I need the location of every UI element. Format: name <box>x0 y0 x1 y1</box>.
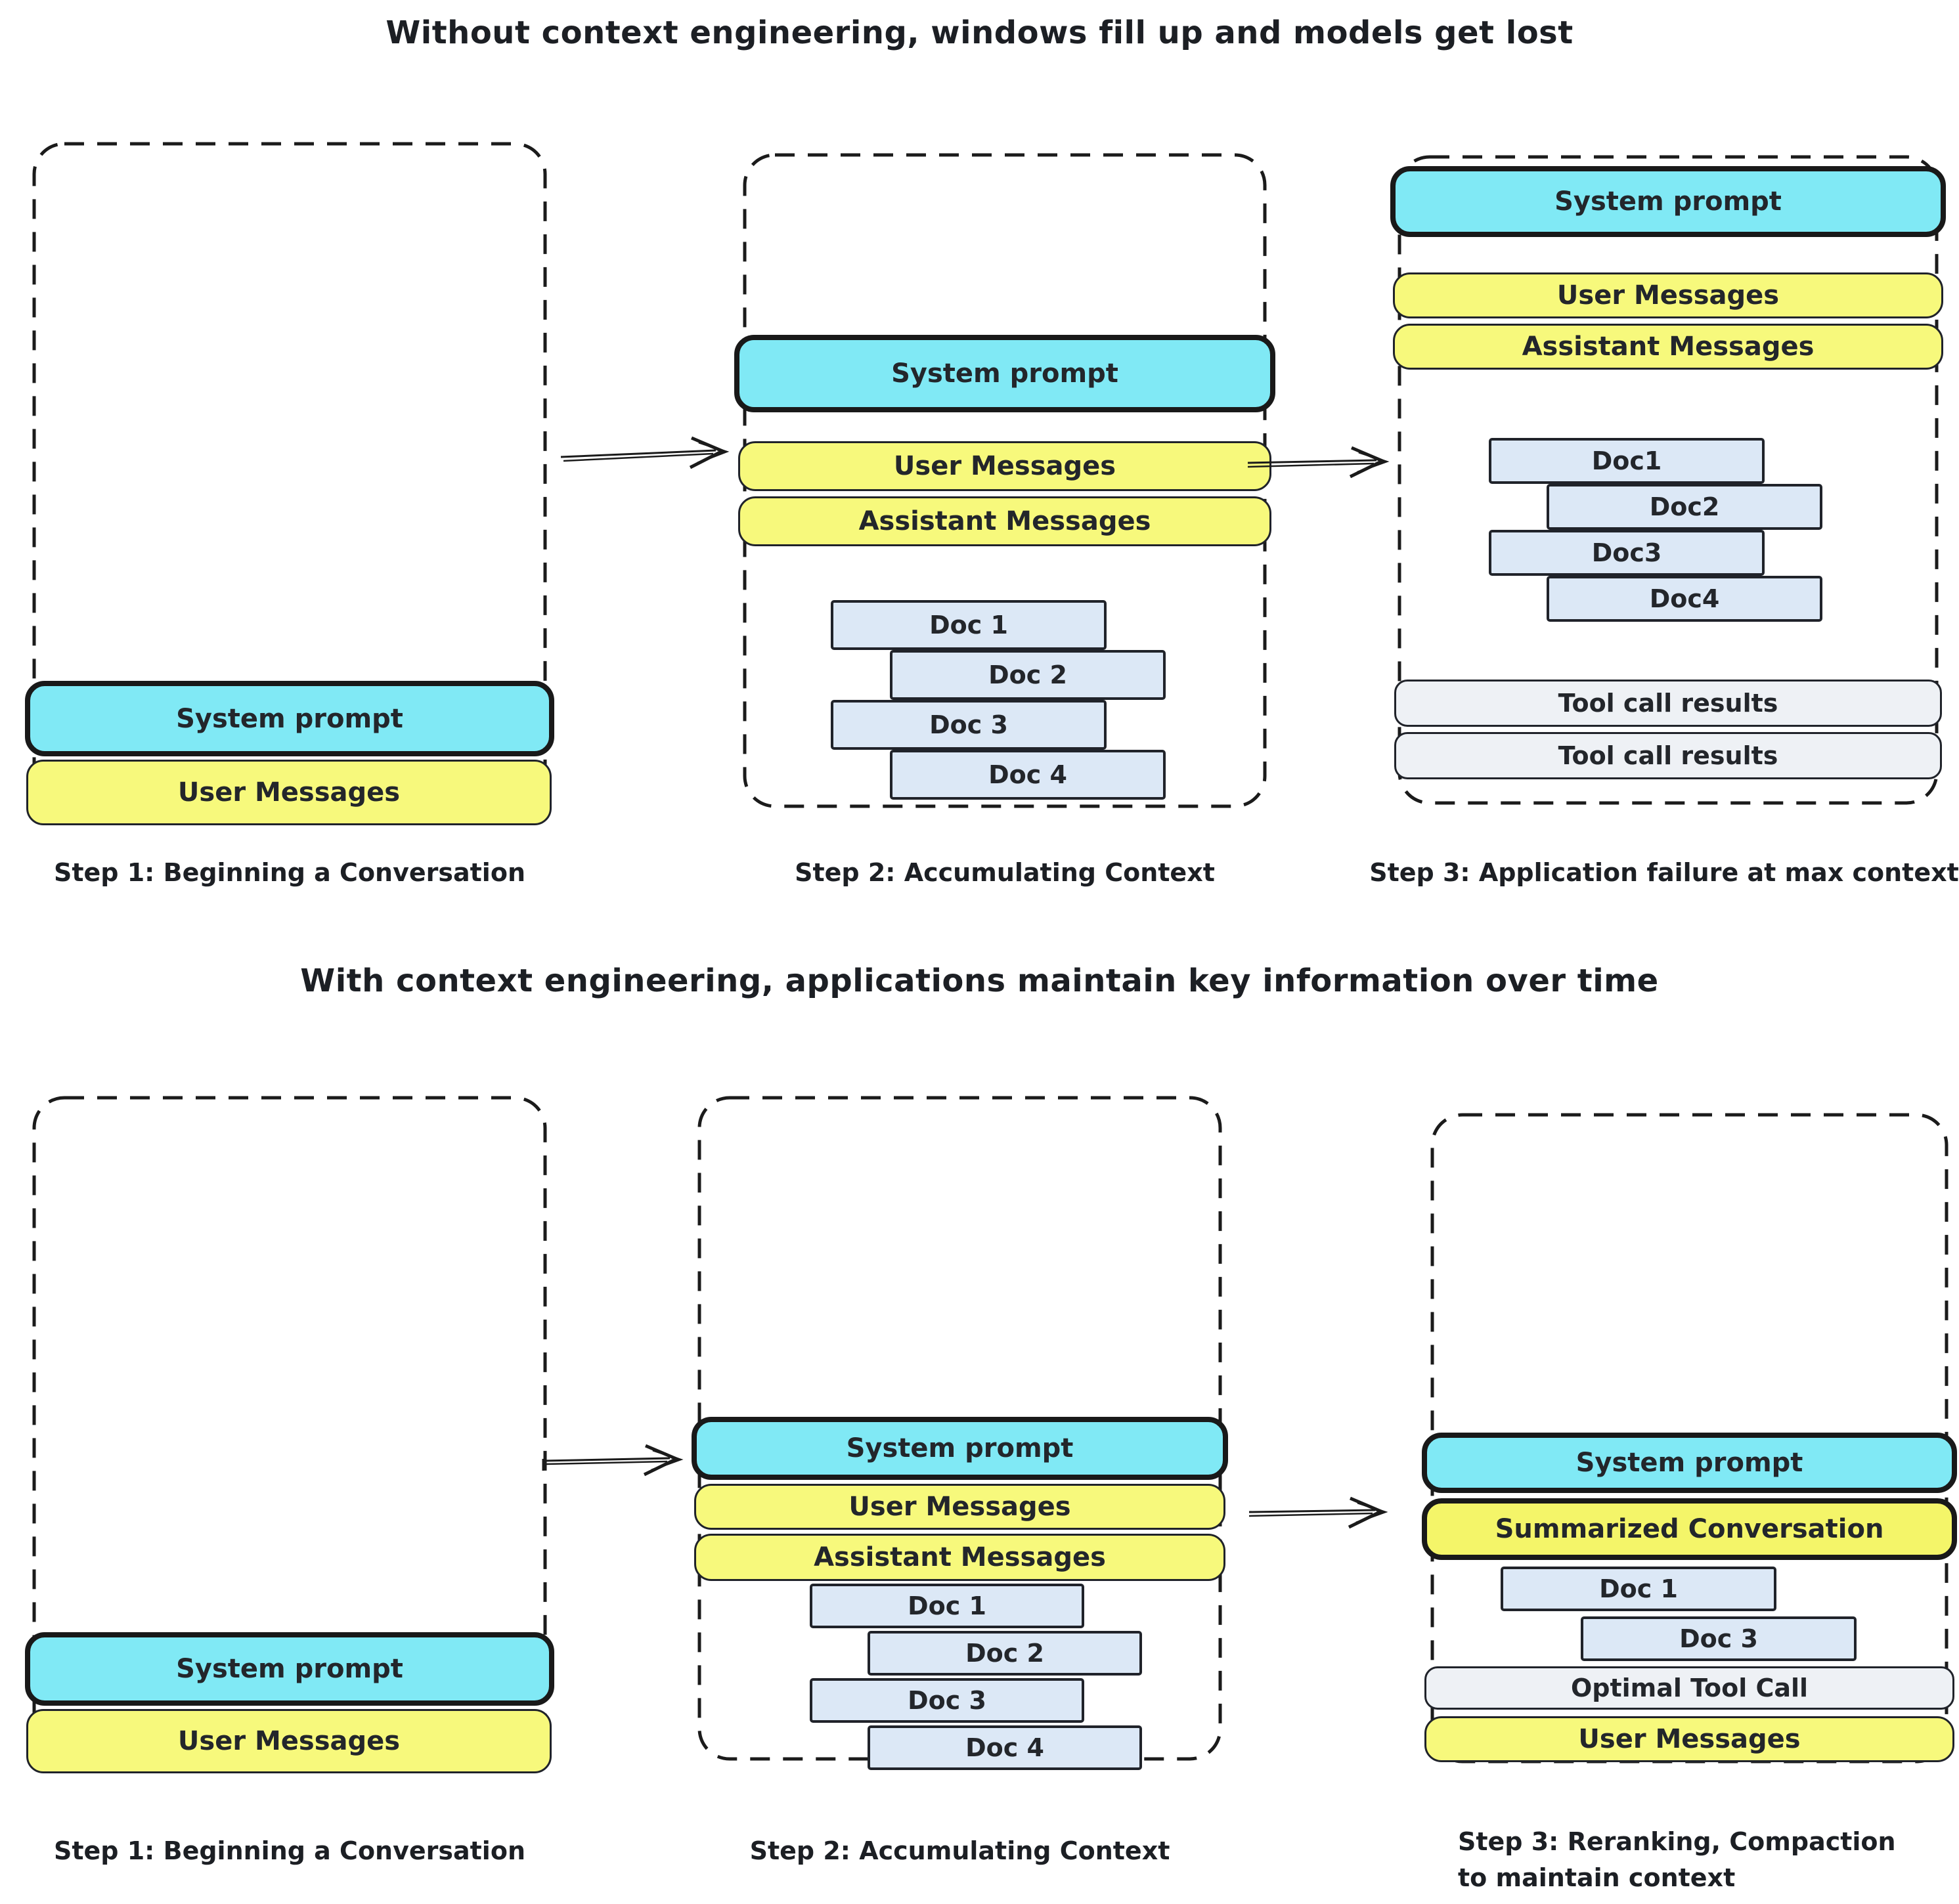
flow-arrow <box>1247 446 1390 479</box>
context-window-panel-step2: System prompt User Messages Assistant Me… <box>734 152 1275 809</box>
section-title-without-context-engineering: Without context engineering, windows fil… <box>385 14 1574 51</box>
system-prompt-box: System prompt <box>25 681 554 756</box>
assistant-messages-box: Assistant Messages <box>694 1534 1225 1581</box>
optimal-tool-call-box: Optimal Tool Call <box>1424 1666 1954 1710</box>
assistant-messages-box: Assistant Messages <box>1393 324 1943 370</box>
system-prompt-box: System prompt <box>25 1632 554 1706</box>
context-window-panel-step3: System prompt Summarized Conversation Do… <box>1422 1112 1957 1764</box>
flow-arrow <box>1248 1496 1388 1529</box>
step-caption: Step 2: Accumulating Context <box>749 1836 1170 1865</box>
user-messages-box: User Messages <box>26 760 552 825</box>
system-prompt-box: System prompt <box>734 335 1275 412</box>
summarized-conversation-box: Summarized Conversation <box>1422 1498 1957 1560</box>
flow-arrow <box>542 1444 684 1477</box>
system-prompt-box: System prompt <box>1390 166 1946 237</box>
step-caption: Step 1: Beginning a Conversation <box>54 858 525 887</box>
step-caption: Step 3: Reranking, Compaction to maintai… <box>1458 1827 1896 1893</box>
doc-box: Doc 1 <box>1501 1567 1776 1611</box>
user-messages-box: User Messages <box>694 1484 1225 1530</box>
tool-call-results-box: Tool call results <box>1394 732 1942 779</box>
flow-arrow <box>560 436 730 469</box>
context-window-panel-step1: System prompt User Messages <box>25 1095 554 1773</box>
section-title-with-context-engineering: With context engineering, applications m… <box>300 963 1659 999</box>
doc-box: Doc2 <box>1547 484 1822 530</box>
context-window-panel-step2: System prompt User Messages Assistant Me… <box>692 1095 1228 1770</box>
step-caption: Step 1: Beginning a Conversation <box>54 1836 525 1865</box>
doc-box: Doc3 <box>1489 530 1765 576</box>
doc-box: Doc4 <box>1547 576 1822 622</box>
tool-call-results-box: Tool call results <box>1394 680 1942 727</box>
doc-box: Doc1 <box>1489 438 1765 484</box>
user-messages-box: User Messages <box>1424 1716 1954 1762</box>
assistant-messages-box: Assistant Messages <box>738 496 1271 546</box>
doc-box: Doc 3 <box>810 1678 1084 1723</box>
dashed-border <box>1398 155 1939 805</box>
doc-box: Doc 3 <box>1581 1616 1857 1661</box>
step-caption: Step 2: Accumulating Context <box>795 858 1215 887</box>
doc-box: Doc 4 <box>868 1725 1142 1770</box>
doc-box: Doc 1 <box>810 1584 1084 1628</box>
doc-box: Doc 1 <box>831 600 1107 650</box>
doc-box: Doc 4 <box>890 750 1166 800</box>
user-messages-box: User Messages <box>738 441 1271 491</box>
context-window-panel-step1: System prompt User Messages <box>25 141 554 825</box>
system-prompt-box: System prompt <box>1422 1433 1957 1493</box>
doc-box: Doc 3 <box>831 700 1107 750</box>
doc-box: Doc 2 <box>868 1631 1142 1676</box>
step-caption: Step 3: Application failure at max conte… <box>1369 858 1959 887</box>
system-prompt-box: System prompt <box>692 1417 1228 1480</box>
context-window-panel-step3: System prompt User Messages Assistant Me… <box>1390 154 1946 806</box>
user-messages-box: User Messages <box>26 1709 552 1773</box>
doc-box: Doc 2 <box>890 650 1166 700</box>
user-messages-box: User Messages <box>1393 272 1943 318</box>
